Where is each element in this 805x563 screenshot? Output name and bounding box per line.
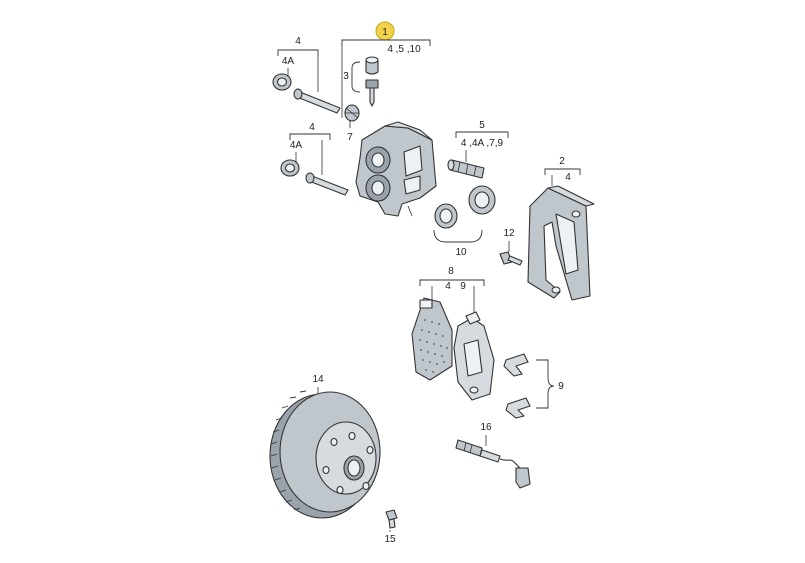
callout-3-number: 3 bbox=[343, 71, 349, 82]
seal-large-part bbox=[468, 185, 496, 215]
callout-10-bracket bbox=[433, 229, 483, 243]
callout-12-number: 12 bbox=[503, 228, 515, 239]
callout-16-number: 16 bbox=[480, 422, 492, 433]
callout-8-sub-9: 9 bbox=[460, 281, 466, 292]
caliper-housing-part bbox=[355, 121, 437, 217]
brake-rotor-part bbox=[269, 390, 381, 519]
dust-cap-part bbox=[344, 104, 360, 122]
guide-bolt-top-part bbox=[293, 88, 341, 114]
callout-10-seals[interactable]: 10 bbox=[433, 229, 483, 258]
callout-4-top-number: 4 bbox=[295, 36, 301, 47]
callout-4-mid-bracket bbox=[289, 133, 331, 140]
caliper-carrier-part bbox=[527, 185, 595, 301]
seal-small-part bbox=[434, 203, 458, 229]
callout-4-top-bolt[interactable]: 4 4A bbox=[277, 36, 319, 92]
callout-4-mid-number: 4 bbox=[309, 122, 315, 133]
callout-1-subparts: 4 ,5 ,10 bbox=[387, 44, 421, 55]
callout-4-mid-bolt[interactable]: 4 4A bbox=[289, 122, 331, 175]
callout-15-rotor-screw[interactable]: 15 bbox=[384, 530, 396, 545]
callout-2-subparts: 4 bbox=[565, 172, 571, 183]
callout-4a-top-number: 4A bbox=[282, 56, 295, 67]
callout-5-number: 5 bbox=[479, 120, 485, 131]
callout-7-number: 7 bbox=[347, 132, 353, 143]
callout-1-number: 1 bbox=[382, 27, 388, 38]
callout-2-carrier[interactable]: 2 4 bbox=[544, 156, 581, 186]
guide-sleeve-part bbox=[447, 159, 485, 179]
retaining-clip-top-part bbox=[503, 353, 529, 377]
rotor-screw-part bbox=[385, 509, 398, 529]
callout-3-bracket bbox=[351, 61, 361, 93]
callout-14-number: 14 bbox=[312, 374, 324, 385]
callout-2-bracket bbox=[544, 168, 581, 175]
callout-8-number: 8 bbox=[448, 266, 454, 277]
callout-16-wear-sensor[interactable]: 16 bbox=[480, 422, 492, 446]
callout-9-clips[interactable]: 9 bbox=[536, 359, 564, 409]
retaining-clip-bottom-part bbox=[505, 397, 531, 419]
callout-8-sub-4: 4 bbox=[445, 281, 451, 292]
callout-4a-mid-number: 4A bbox=[290, 140, 303, 151]
guide-bolt-mid-part bbox=[305, 172, 349, 196]
brake-pad-inner-part bbox=[411, 297, 453, 381]
wear-sensor-part bbox=[455, 439, 531, 489]
callout-3-bleeder[interactable]: 3 bbox=[343, 61, 361, 93]
bleeder-cap-part bbox=[365, 56, 379, 75]
callout-5-subparts: 4 ,4A ,7,9 bbox=[461, 138, 504, 149]
callout-1-caliper-assembly[interactable]: 1 4 ,5 ,10 bbox=[341, 21, 431, 118]
callout-2-number: 2 bbox=[559, 156, 565, 167]
callout-1-bracket bbox=[341, 39, 431, 46]
bleeder-screw-part bbox=[365, 79, 379, 107]
bolt-cap-top-part bbox=[272, 73, 292, 91]
brake-pad-outer-part bbox=[453, 311, 495, 401]
callout-10-number: 10 bbox=[455, 247, 467, 258]
callout-8-bracket bbox=[419, 279, 485, 286]
callout-5-guide[interactable]: 5 4 ,4A ,7,9 bbox=[455, 120, 509, 162]
callout-7-cap[interactable]: 7 bbox=[347, 120, 353, 143]
callout-9-number: 9 bbox=[558, 381, 564, 392]
callout-15-number: 15 bbox=[384, 534, 396, 545]
carrier-bolt-part bbox=[499, 251, 523, 266]
callout-12-carrier-bolt[interactable]: 12 bbox=[503, 228, 515, 252]
callout-5-bracket bbox=[455, 131, 509, 138]
callout-9-bracket bbox=[536, 359, 555, 409]
bolt-cap-mid-part bbox=[280, 159, 300, 177]
callout-4-top-bracket bbox=[277, 49, 319, 56]
